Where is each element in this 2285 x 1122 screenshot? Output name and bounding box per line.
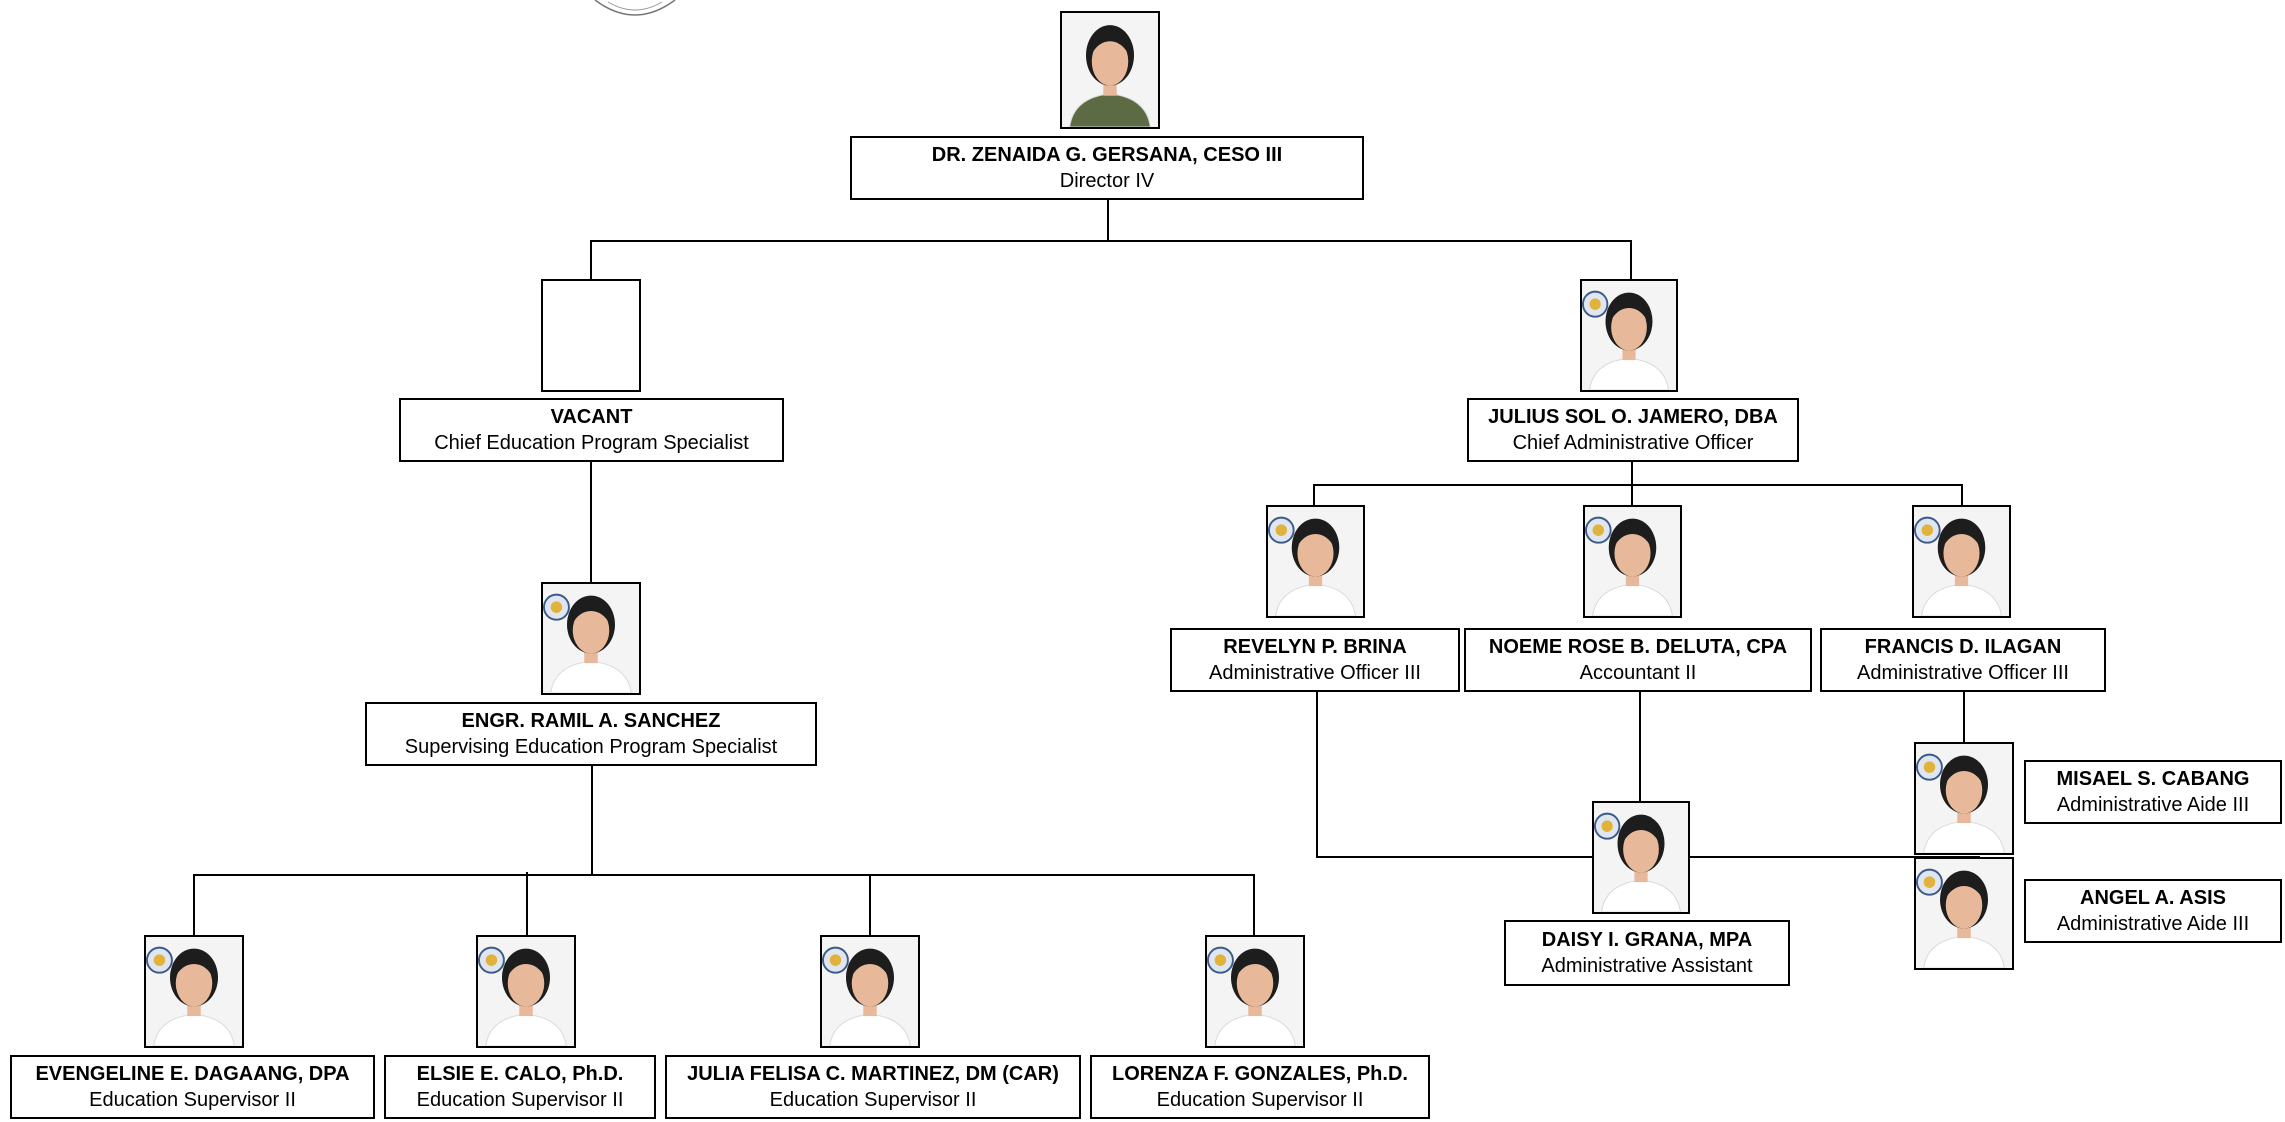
org-card-education-supervisor-calo: ELSIE E. CALO, Ph.D. Education Superviso… <box>384 1055 656 1119</box>
org-card-education-supervisor-dagaang: EVENGELINE E. DAGAANG, DPA Education Sup… <box>10 1055 375 1119</box>
person-photo-icon <box>1914 516 2002 616</box>
person-title: Administrative Officer III <box>1209 662 1421 684</box>
person-name: NOEME ROSE B. DELUTA, CPA <box>1488 636 1788 658</box>
photo-gonzales <box>1205 935 1305 1048</box>
photo-director <box>1060 11 1160 129</box>
org-card-education-supervisor-gonzales: LORENZA F. GONZALES, Ph.D. Education Sup… <box>1090 1055 1430 1119</box>
connector-line <box>1313 484 1315 506</box>
person-photo-icon <box>1069 25 1151 127</box>
person-photo-icon <box>1582 290 1669 390</box>
photo-placeholder-vacant <box>541 279 641 392</box>
person-photo-icon <box>1594 812 1681 912</box>
person-photo-icon <box>1268 516 1356 616</box>
photo-seps <box>541 582 641 695</box>
connector-line <box>1631 484 1633 506</box>
person-title: Education Supervisor II <box>416 1089 624 1111</box>
person-title: Education Supervisor II <box>1156 1089 1364 1111</box>
connector-line <box>193 874 195 936</box>
photo-grana <box>1592 801 1690 914</box>
person-photo-icon <box>1585 516 1673 616</box>
photo-cabang <box>1914 742 2014 855</box>
connector-line <box>1631 462 1633 486</box>
connector-line <box>591 766 593 876</box>
connector-line <box>1313 484 1963 486</box>
photo-cao <box>1580 279 1678 392</box>
person-title: Administrative Assistant <box>1541 955 1753 977</box>
photo-deluta <box>1583 505 1682 618</box>
person-photo-icon <box>1916 868 2005 968</box>
person-title: Accountant II <box>1579 662 1697 684</box>
connector-line <box>526 872 528 936</box>
person-title: Chief Administrative Officer <box>1512 432 1754 454</box>
person-photo-icon <box>543 593 632 693</box>
connector-line <box>590 240 1632 242</box>
org-card-education-supervisor-martinez: JULIA FELISA C. MARTINEZ, DM (CAR) Educa… <box>665 1055 1081 1119</box>
person-photo-icon <box>478 946 567 1046</box>
person-photo-icon <box>1916 753 2005 853</box>
person-title: Education Supervisor II <box>89 1089 296 1111</box>
connector-line <box>1961 484 1963 506</box>
connector-line <box>1630 240 1632 280</box>
person-name: REVELYN P. BRINA <box>1223 636 1407 658</box>
person-title: Administrative Aide III <box>2056 794 2250 816</box>
person-name: DR. ZENAIDA G. GERSANA, CESO III <box>931 144 1283 166</box>
person-name: EVENGELINE E. DAGAANG, DPA <box>35 1063 350 1085</box>
person-name: ENGR. RAMIL A. SANCHEZ <box>461 710 721 732</box>
connector-line <box>590 240 592 280</box>
connector-line <box>1963 692 1965 744</box>
connector-line <box>869 876 871 936</box>
person-name: VACANT <box>550 406 633 428</box>
org-card-chief-education-program-specialist: VACANT Chief Education Program Specialis… <box>399 398 784 462</box>
person-name: JULIA FELISA C. MARTINEZ, DM (CAR) <box>687 1063 1059 1085</box>
person-name: ANGEL A. ASIS <box>2080 887 2226 909</box>
org-card-accountant: NOEME ROSE B. DELUTA, CPA Accountant II <box>1464 628 1812 692</box>
person-title: Supervising Education Program Specialist <box>404 736 778 758</box>
person-photo-icon <box>1207 946 1296 1046</box>
person-title: Administrative Officer III <box>1857 662 2069 684</box>
org-card-supervising-education-program-specialist: ENGR. RAMIL A. SANCHEZ Supervising Educa… <box>365 702 817 766</box>
org-card-administrative-aide-cabang: MISAEL S. CABANG Administrative Aide III <box>2024 760 2282 824</box>
org-card-administrative-assistant: DAISY I. GRANA, MPA Administrative Assis… <box>1504 920 1790 986</box>
person-name: FRANCIS D. ILAGAN <box>1864 636 2062 658</box>
connector-line <box>1107 200 1109 242</box>
photo-asis <box>1914 857 2014 970</box>
person-name: ELSIE E. CALO, Ph.D. <box>416 1063 624 1085</box>
person-title: Education Supervisor II <box>769 1089 977 1111</box>
photo-brina <box>1266 505 1365 618</box>
photo-dagaang <box>144 935 244 1048</box>
org-card-chief-administrative-officer: JULIUS SOL O. JAMERO, DBA Chief Administ… <box>1467 398 1799 462</box>
org-card-director: DR. ZENAIDA G. GERSANA, CESO III Directo… <box>850 136 1364 200</box>
connector-line <box>1639 692 1641 802</box>
person-name: JULIUS SOL O. JAMERO, DBA <box>1488 406 1778 428</box>
person-photo-icon <box>146 946 235 1046</box>
person-name: MISAEL S. CABANG <box>2056 768 2250 790</box>
photo-martinez <box>820 935 920 1048</box>
person-photo-icon <box>822 946 911 1046</box>
person-name: LORENZA F. GONZALES, Ph.D. <box>1112 1063 1408 1085</box>
connector-line <box>193 874 1255 876</box>
seal-logo-icon <box>594 0 676 16</box>
person-title: Chief Education Program Specialist <box>434 432 749 454</box>
org-card-administrative-aide-asis: ANGEL A. ASIS Administrative Aide III <box>2024 879 2282 943</box>
connector-line <box>590 462 592 582</box>
connector-line <box>1253 876 1255 936</box>
org-card-administrative-officer-brina: REVELYN P. BRINA Administrative Officer … <box>1170 628 1460 692</box>
person-title: Director IV <box>1059 170 1155 192</box>
person-name: DAISY I. GRANA, MPA <box>1541 929 1753 951</box>
org-card-administrative-officer-ilagan: FRANCIS D. ILAGAN Administrative Officer… <box>1820 628 2106 692</box>
photo-calo <box>476 935 576 1048</box>
photo-ilagan <box>1912 505 2011 618</box>
person-title: Administrative Aide III <box>2056 913 2250 935</box>
connector-line <box>1316 692 1318 858</box>
